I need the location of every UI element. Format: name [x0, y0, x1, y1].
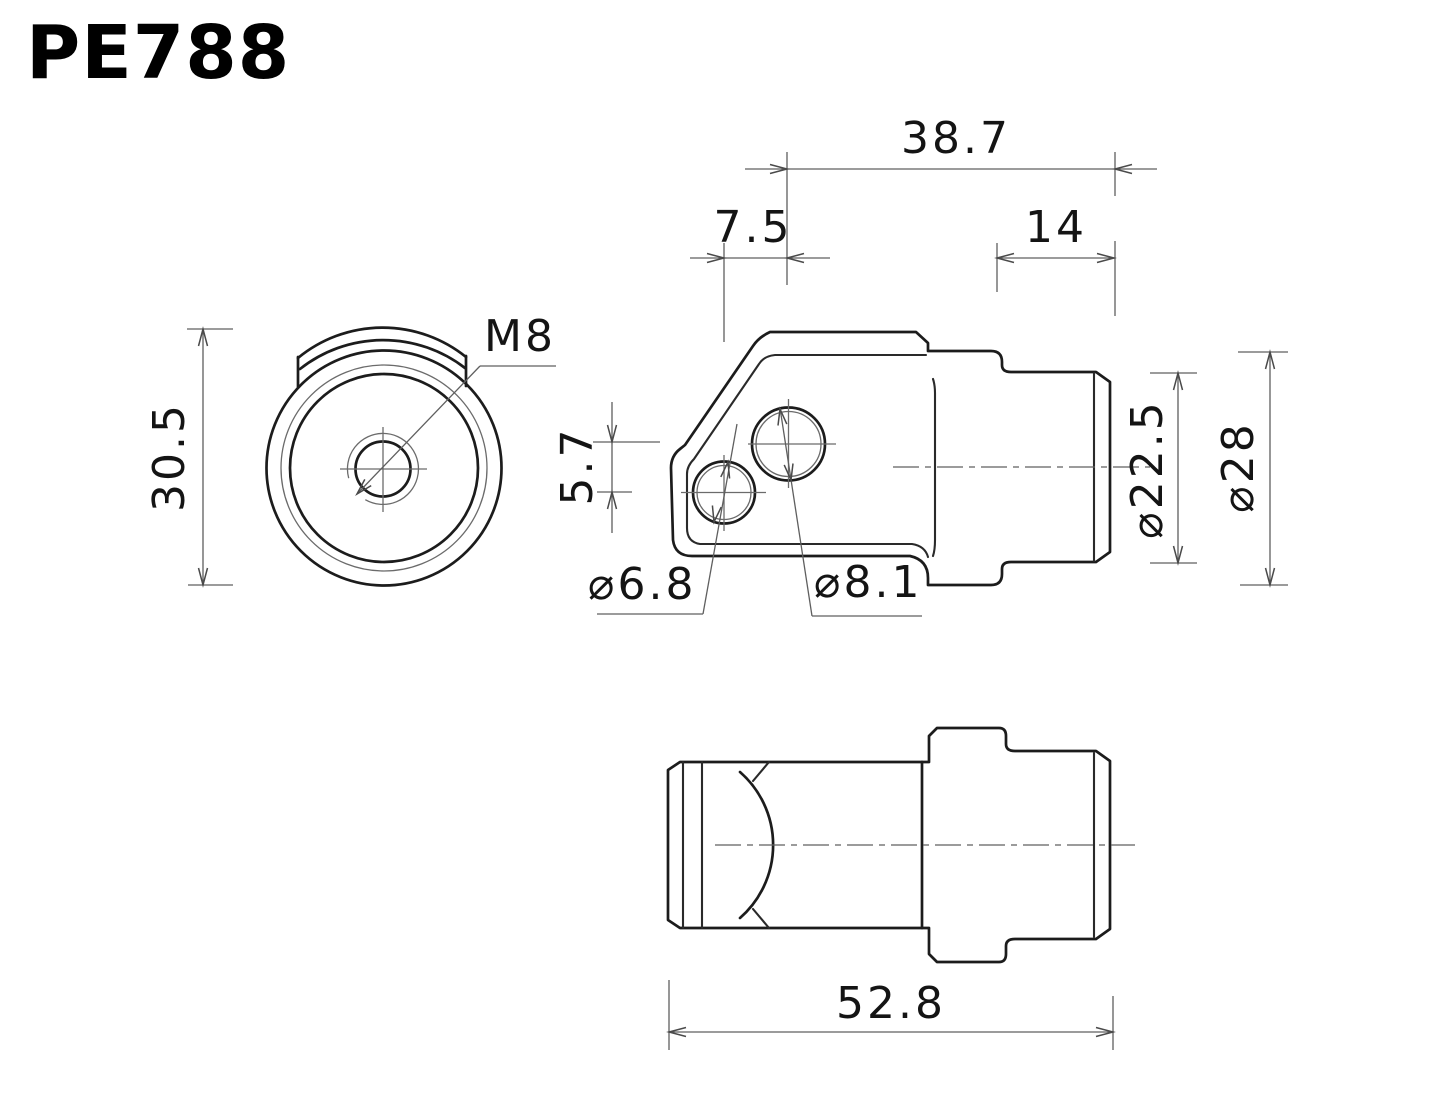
dim-label-flange-dia: ⌀28 — [1213, 421, 1264, 513]
dim-label-cylinder-dia: ⌀22.5 — [1122, 399, 1173, 539]
front-thread-arc — [346, 432, 420, 506]
dim-dia-22-5 — [1150, 370, 1197, 566]
bottom-outline — [666, 726, 1112, 964]
front-cylinder-circle — [288, 372, 480, 564]
dim-30-5 — [187, 326, 233, 588]
dim-label-hole-spacing: 5.7 — [552, 426, 603, 506]
front-flange-circle — [265, 349, 503, 587]
m8-leader-arrow — [355, 479, 372, 497]
leader-dia-6-8 — [597, 423, 738, 615]
dim-label-large-hole-dia: ⌀8.1 — [814, 557, 923, 608]
side-view — [669, 330, 1150, 587]
bottom-view — [666, 726, 1135, 964]
leader-dia-8-1 — [777, 406, 922, 617]
front-cap-inner-arc — [298, 338, 467, 371]
thread-callout-label: M8 — [484, 311, 556, 362]
front-cap-outer-arc — [296, 326, 468, 360]
side-flange-junction-line — [931, 377, 937, 558]
side-outline — [669, 330, 1112, 587]
dim-label-hole-offset: 7.5 — [713, 202, 793, 253]
front-chamfer-circle — [280, 364, 488, 572]
dim-label-cylinder-length: 14 — [1025, 202, 1087, 253]
dim-7-5 — [690, 243, 830, 342]
m8-leader-line — [356, 365, 481, 495]
dimensions — [187, 152, 1288, 1050]
dim-label-front-height: 30.5 — [144, 402, 195, 512]
bottom-chamfer-diag-bottom — [751, 907, 771, 930]
dim-dia-28 — [1238, 349, 1288, 588]
dim-label-total-width: 38.7 — [901, 113, 1011, 164]
side-inner-contour — [685, 353, 930, 559]
part-number-title: PE788 — [26, 10, 291, 96]
dim-5-7 — [593, 402, 660, 533]
dim-label-small-hole-dia: ⌀6.8 — [588, 559, 697, 610]
dim-label-overall-length: 52.8 — [836, 978, 946, 1029]
dim-14 — [994, 243, 1117, 292]
bottom-chamfer-diag-top — [751, 760, 771, 783]
dim-38-7 — [745, 152, 1157, 316]
dim-52-8 — [666, 980, 1116, 1050]
front-view — [265, 326, 556, 587]
